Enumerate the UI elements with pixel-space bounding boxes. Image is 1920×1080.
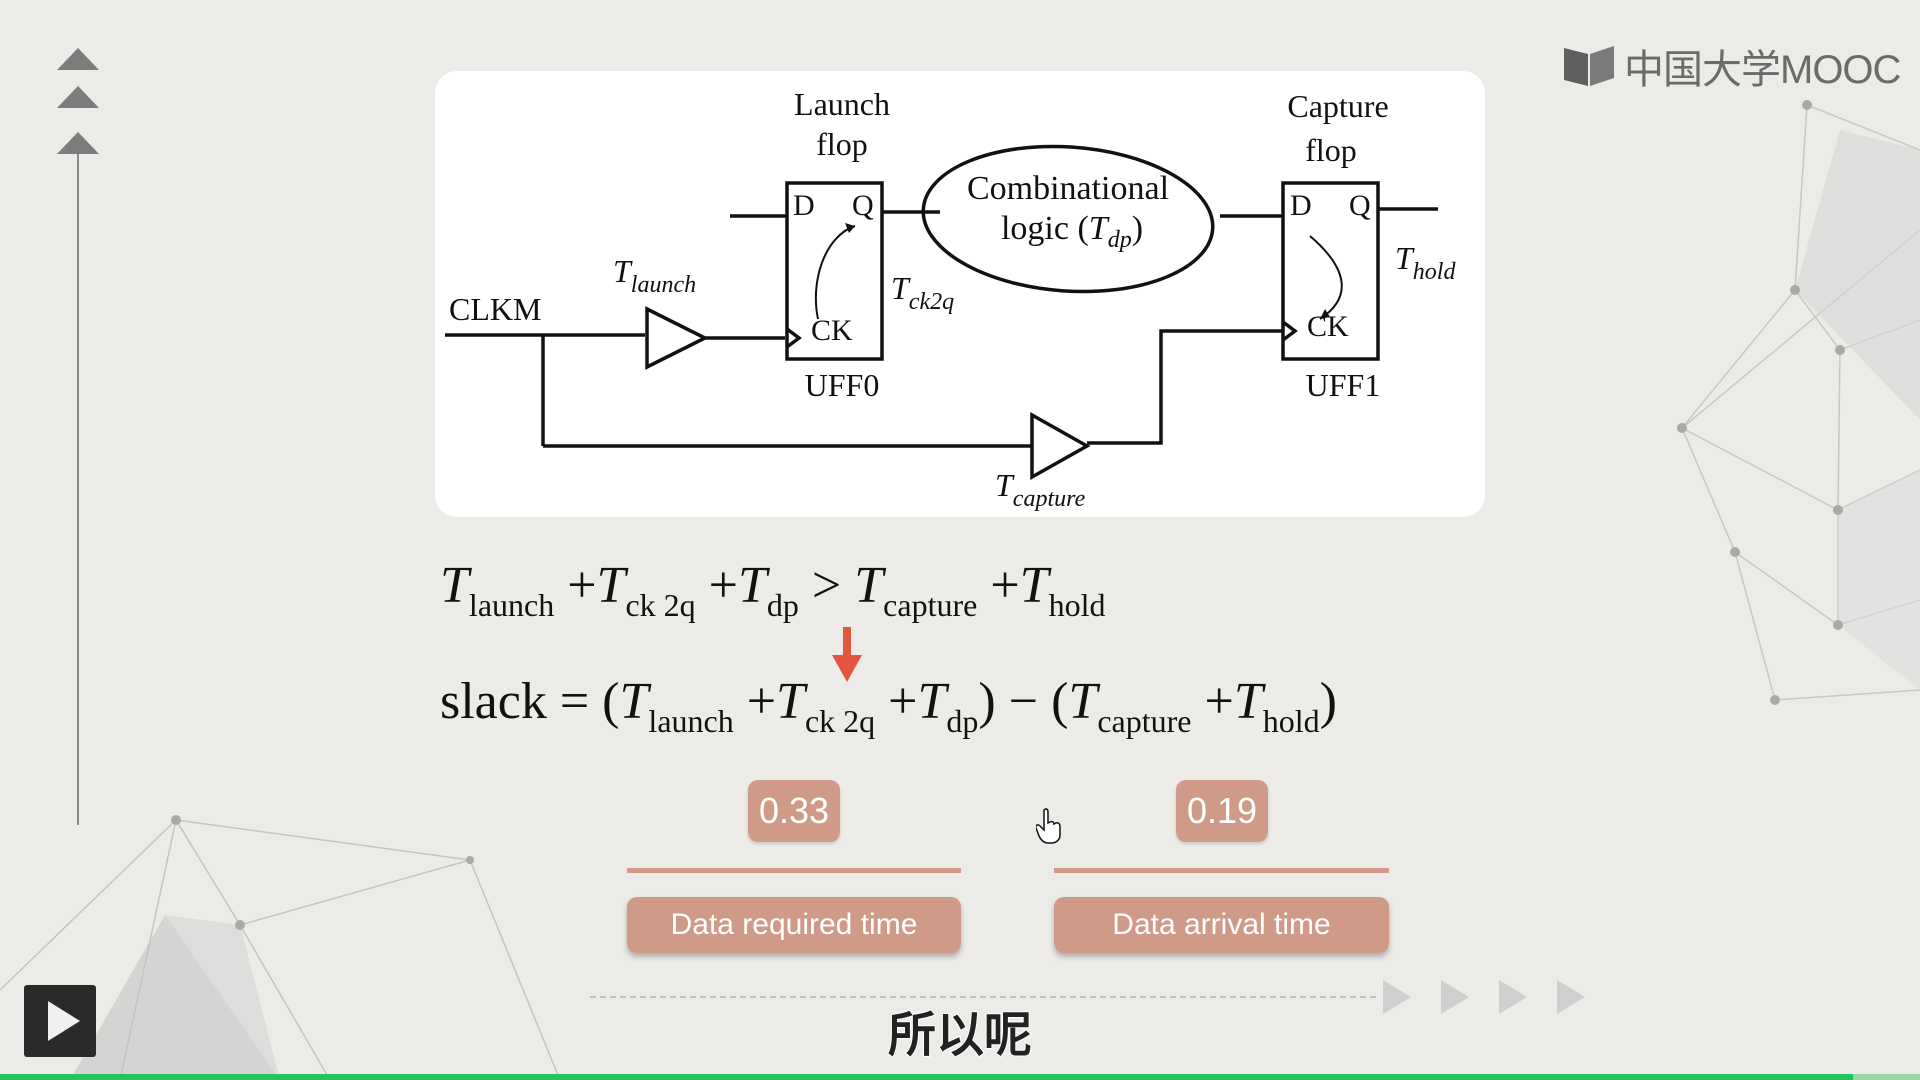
hand-cursor-icon	[1036, 808, 1061, 844]
clkm-label: CLKM	[449, 291, 541, 327]
mooc-logo: 中国大学MOOC	[1562, 40, 1901, 92]
comb-logic-line2: logic (Tdp)	[1001, 210, 1143, 253]
play-button[interactable]	[24, 985, 96, 1057]
t-capture-label: Tcapture	[995, 467, 1086, 512]
value-box-left: 0.33	[748, 780, 840, 842]
uff1-label: UFF1	[1306, 367, 1381, 403]
down-arrow-icon	[832, 627, 862, 682]
video-progress-fill	[0, 1074, 1853, 1080]
value-box-right: 0.19	[1176, 780, 1268, 842]
data-arrival-time-button[interactable]: Data arrival time	[1054, 897, 1389, 953]
launch-title-1: Launch	[794, 86, 890, 122]
play-icon	[48, 1001, 80, 1041]
comb-logic-line1: Combinational	[967, 170, 1169, 207]
launch-title-2: flop	[816, 126, 868, 162]
t-ck2q-label: Tck2q	[891, 270, 954, 315]
uff0-pin-d: D	[793, 189, 815, 222]
book-icon	[1564, 46, 1614, 86]
capture-title-1: Capture	[1287, 88, 1388, 124]
uff1-pin-ck: CK	[1307, 310, 1349, 343]
slack-equation: slack = (Tlaunch +Tck 2q +Tdp) − (Tcaptu…	[440, 673, 1337, 739]
uff0-label: UFF0	[805, 367, 880, 403]
data-required-time-button[interactable]: Data required time	[627, 897, 961, 953]
video-progress-bar[interactable]	[0, 1074, 1920, 1080]
divider-left	[627, 868, 961, 873]
divider-right	[1054, 868, 1389, 873]
uff1-pin-q: Q	[1349, 189, 1371, 222]
uff0-pin-ck: CK	[811, 314, 853, 347]
timing-diagram: Launch flop Capture flop Combinational l…	[435, 71, 1485, 517]
logo-text: 中国大学MOOC	[1624, 48, 1901, 92]
hold-violation-inequality: Tlaunch +Tck 2q +Tdp > Tcapture +Thold	[440, 557, 1106, 623]
t-launch-label: Tlaunch	[613, 253, 696, 298]
capture-title-2: flop	[1305, 132, 1357, 168]
uff0-pin-q: Q	[852, 189, 874, 222]
t-hold-label: Thold	[1395, 240, 1456, 285]
video-subtitle: 所以呢	[887, 1006, 1033, 1064]
uff1-pin-d: D	[1290, 189, 1312, 222]
